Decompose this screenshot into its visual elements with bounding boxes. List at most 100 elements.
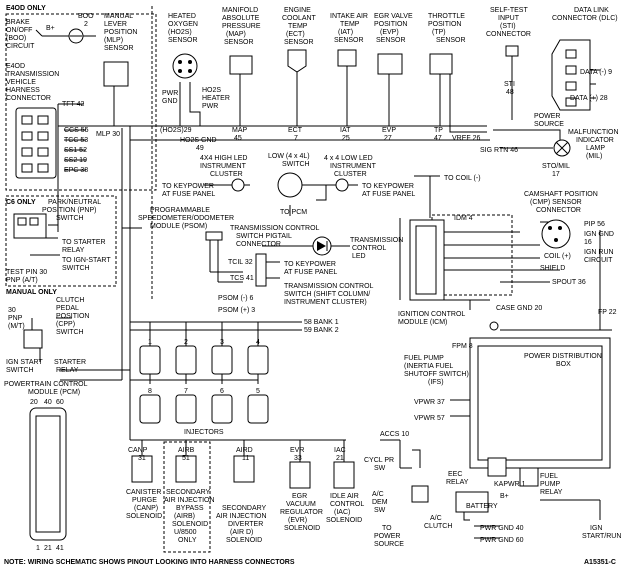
label-ect: ENGINE [284, 7, 311, 14]
svg-text:(CMP) SENSOR: (CMP) SENSOR [530, 199, 582, 206]
label-ac-dem: A/C [372, 491, 384, 498]
label-tc-led: TRANSMISSION [350, 237, 403, 244]
dashed-groups [5, 6, 513, 553]
svg-text:POWER: POWER [374, 533, 400, 540]
label-4x4-high: 4X4 HIGH LED [200, 155, 247, 162]
svg-text:SPEEDOMETER/ODOMETER: SPEEDOMETER/ODOMETER [138, 215, 234, 222]
svg-text:VACUUM: VACUUM [286, 501, 316, 508]
injector-num-3: 3 [220, 339, 224, 346]
label-30-pnp: 30 [8, 307, 16, 314]
svg-text:CONNECTOR: CONNECTOR [536, 207, 581, 214]
label-bplus-bottom: B+ [500, 493, 509, 500]
svg-text:SW: SW [374, 465, 386, 472]
svg-text:31: 31 [138, 455, 146, 462]
injector-num-4: 4 [256, 339, 260, 346]
cmp-connector [541, 219, 571, 249]
svg-text:CLUSTER: CLUSTER [210, 171, 243, 178]
svg-text:MODULE (ICM): MODULE (ICM) [398, 319, 447, 326]
label-pnp: PARK/NEUTRAL [48, 199, 101, 206]
psom-module [205, 231, 223, 241]
label-shield: SHIELD [540, 265, 565, 272]
svg-text:CONNECTOR: CONNECTOR [236, 241, 281, 248]
label-mlp: MANUAL [104, 13, 133, 20]
label-case-gnd: CASE GND 20 [496, 305, 542, 312]
svg-text:CONTROL: CONTROL [330, 501, 364, 508]
label-power-source: POWER [534, 113, 560, 120]
injector-num-6: 6 [220, 388, 224, 395]
sti-connector [505, 45, 519, 57]
component-symbols [13, 28, 611, 541]
svg-text:SOURCE: SOURCE [374, 541, 404, 548]
svg-text:DEM: DEM [372, 499, 388, 506]
label-boo2: BOO [78, 13, 94, 20]
svg-text:RELAY: RELAY [446, 479, 469, 486]
svg-text:TRANSMISSION: TRANSMISSION [6, 71, 59, 78]
label-tcl32: TCIL 32 [228, 259, 253, 266]
svg-text:(INERTIA FUEL: (INERTIA FUEL [404, 363, 453, 370]
label-bplus: B+ [46, 25, 55, 32]
label-e4od-only: E4OD ONLY [6, 5, 46, 12]
iac-solenoid [333, 461, 355, 489]
svg-text:(IFS): (IFS) [428, 379, 444, 386]
svg-text:(MAP): (MAP) [226, 31, 246, 38]
svg-text:ONLY: ONLY [178, 537, 197, 544]
svg-text:MODULE (PSOM): MODULE (PSOM) [150, 223, 207, 230]
svg-text:BYPASS: BYPASS [176, 505, 204, 512]
svg-text:SOLENOID: SOLENOID [226, 537, 262, 544]
label-ho2s29: (HO2S)29 [160, 127, 192, 134]
svg-text:OXYGEN: OXYGEN [168, 21, 198, 28]
svg-text:TEMP: TEMP [288, 23, 308, 30]
svg-text:SENSOR: SENSOR [376, 37, 406, 44]
label-to-power-source: TO [382, 525, 392, 532]
label-ign: IGN [590, 525, 602, 532]
svg-text:SWITCH: SWITCH [6, 367, 34, 374]
pcm-num-1: 1 [36, 545, 40, 552]
label-dlc: DATA LINK [574, 7, 609, 14]
svg-text:CIRCUIT: CIRCUIT [6, 43, 35, 50]
svg-text:45: 45 [234, 135, 242, 142]
label-manual-only: MANUAL ONLY [6, 289, 57, 296]
label-brake: BRAKE [6, 19, 30, 26]
label-aird: AIRD [236, 447, 253, 454]
svg-text:ON/OFF: ON/OFF [6, 27, 32, 34]
svg-text:CIRCUIT: CIRCUIT [584, 257, 613, 264]
label-to-pcm: TO PCM [280, 209, 307, 216]
svg-text:POSITION: POSITION [104, 29, 137, 36]
svg-text:(TP): (TP) [432, 29, 446, 36]
svg-text:51: 51 [182, 455, 190, 462]
svg-text:AT FUSE PANEL: AT FUSE PANEL [362, 191, 415, 198]
label-tp: THROTTLE [428, 13, 465, 20]
svg-text:SWITCH: SWITCH [282, 161, 310, 168]
svg-text:LAMP: LAMP [586, 145, 605, 152]
label-tcs41: TCS 41 [230, 275, 254, 282]
label-ign-gnd: IGN GND [584, 231, 614, 238]
svg-text:COOLANT: COOLANT [282, 15, 317, 22]
svg-text:CONNECTOR: CONNECTOR [486, 31, 531, 38]
svg-text:CONTROL: CONTROL [352, 245, 386, 252]
svg-text:7: 7 [294, 135, 298, 142]
label-evp27: EVP [382, 127, 396, 134]
svg-text:SENSOR: SENSOR [284, 39, 314, 46]
label-canp: CANP [128, 447, 148, 454]
label-psom-plus: PSOM (+) 3 [218, 307, 255, 314]
svg-text:PEDAL: PEDAL [56, 305, 79, 312]
svg-text:17: 17 [552, 171, 560, 178]
fuel-pump-relay [519, 467, 539, 487]
injectors-bottom [139, 394, 269, 424]
label-ccs: CCS 55 [64, 127, 89, 134]
label-egr: EGR [292, 493, 307, 500]
figure-id: A15351-C [584, 559, 616, 566]
svg-text:HARNESS: HARNESS [6, 87, 40, 94]
svg-text:CONNECTOR (DLC): CONNECTOR (DLC) [552, 15, 618, 22]
label-airb: AIRB [178, 447, 195, 454]
svg-text:SOLENOID: SOLENOID [126, 513, 162, 520]
label-ho2s: HEATED [168, 13, 196, 20]
labels: E4OD ONLY BRAKE ON/OFF (BOO) CIRCUIT BOO… [4, 5, 621, 566]
label-fpm8: FPM 8 [452, 343, 473, 350]
svg-text:21: 21 [336, 455, 344, 462]
eec-relay [487, 457, 507, 477]
mlp-sensor [103, 61, 129, 87]
svg-text:PNP: PNP [8, 315, 23, 322]
pcm-num-21: 21 [44, 545, 52, 552]
